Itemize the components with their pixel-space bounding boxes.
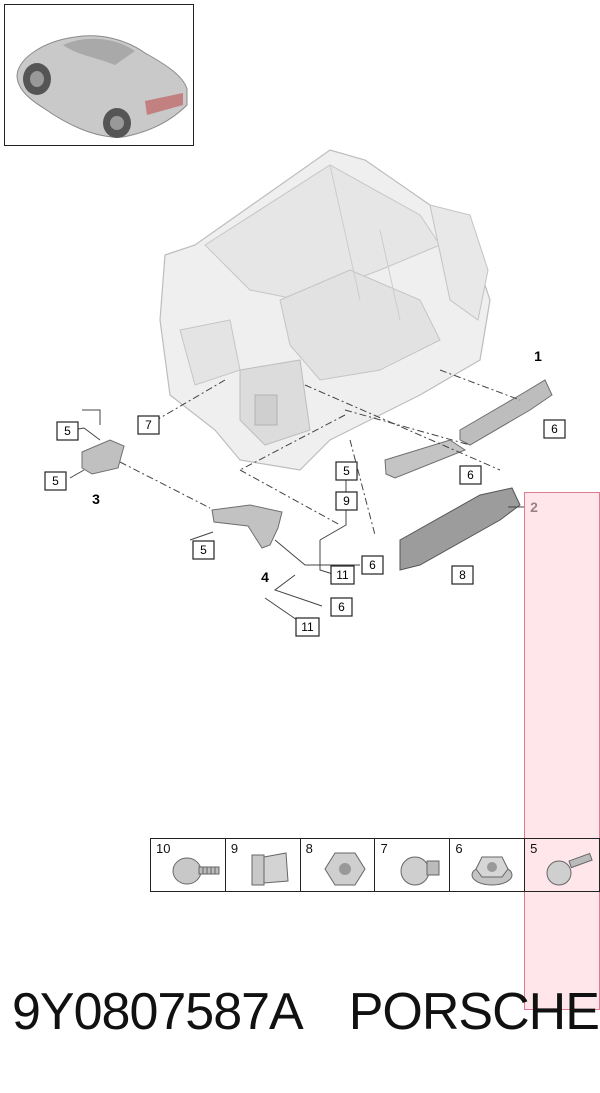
part-1-bracket [459, 379, 553, 446]
fastener-cell-6[interactable]: 6 [450, 839, 526, 891]
item-number-1: 1 [534, 348, 542, 364]
callout-8: 8 [459, 568, 466, 582]
nut-icon [324, 852, 366, 886]
footer-caption: 9Y0807587A PORSCHE [12, 982, 600, 1042]
exploded-diagram: 5 7 5 5 9 5 6 11 8 6 6 6 11 1 2 3 4 [44, 149, 566, 637]
item-number-4: 4 [261, 569, 269, 585]
item-number-2: 2 [530, 499, 538, 515]
fastener-strip: 10 9 8 7 6 5 [150, 838, 600, 892]
part-3-bracket [81, 439, 125, 475]
fastener-number: 9 [230, 841, 239, 856]
fastener-number: 7 [380, 841, 388, 856]
part-number: 9Y0807587A [12, 983, 304, 1041]
rivet-nut-icon [400, 856, 440, 886]
bolt-icon [546, 852, 593, 886]
fastener-number: 5 [530, 841, 538, 856]
highlight-overlay [524, 492, 600, 1010]
fastener-number: 10 [156, 841, 171, 856]
part-6-bracket [384, 439, 467, 479]
fastener-cell-9[interactable]: 9 [226, 839, 301, 891]
callout-11b: 11 [301, 620, 314, 634]
part-4-bracket [211, 504, 283, 549]
part-2-shield [399, 487, 521, 571]
callout-6d: 6 [338, 600, 345, 614]
leader-lines [119, 369, 521, 536]
brand-name: PORSCHE [348, 983, 600, 1041]
callout-5b: 5 [52, 474, 59, 488]
screw-icon [172, 857, 220, 885]
callout-5c: 5 [343, 464, 350, 478]
car-icon [16, 35, 188, 138]
callout-boxes [44, 415, 566, 637]
callout-6b: 6 [551, 422, 558, 436]
callout-6a: 6 [369, 558, 376, 572]
fastener-cell-7[interactable]: 7 [375, 839, 451, 891]
fastener-cell-8[interactable]: 8 [301, 839, 376, 891]
clip-icon [251, 852, 289, 886]
fastener-number: 6 [455, 841, 463, 856]
callout-11a: 11 [336, 568, 349, 582]
rear-body-structure [159, 149, 491, 471]
flange-nut-icon [471, 856, 513, 886]
vehicle-thumbnail [4, 4, 194, 146]
callout-9: 9 [343, 494, 350, 508]
callout-6c: 6 [467, 468, 474, 482]
item-number-3: 3 [92, 491, 100, 507]
fastener-cell-5[interactable]: 5 [525, 839, 599, 891]
fastener-cell-10[interactable]: 10 [151, 839, 226, 891]
callout-5d: 5 [200, 543, 207, 557]
fastener-number: 8 [305, 841, 313, 856]
callout-5a: 5 [64, 424, 71, 438]
callout-7: 7 [145, 418, 152, 432]
